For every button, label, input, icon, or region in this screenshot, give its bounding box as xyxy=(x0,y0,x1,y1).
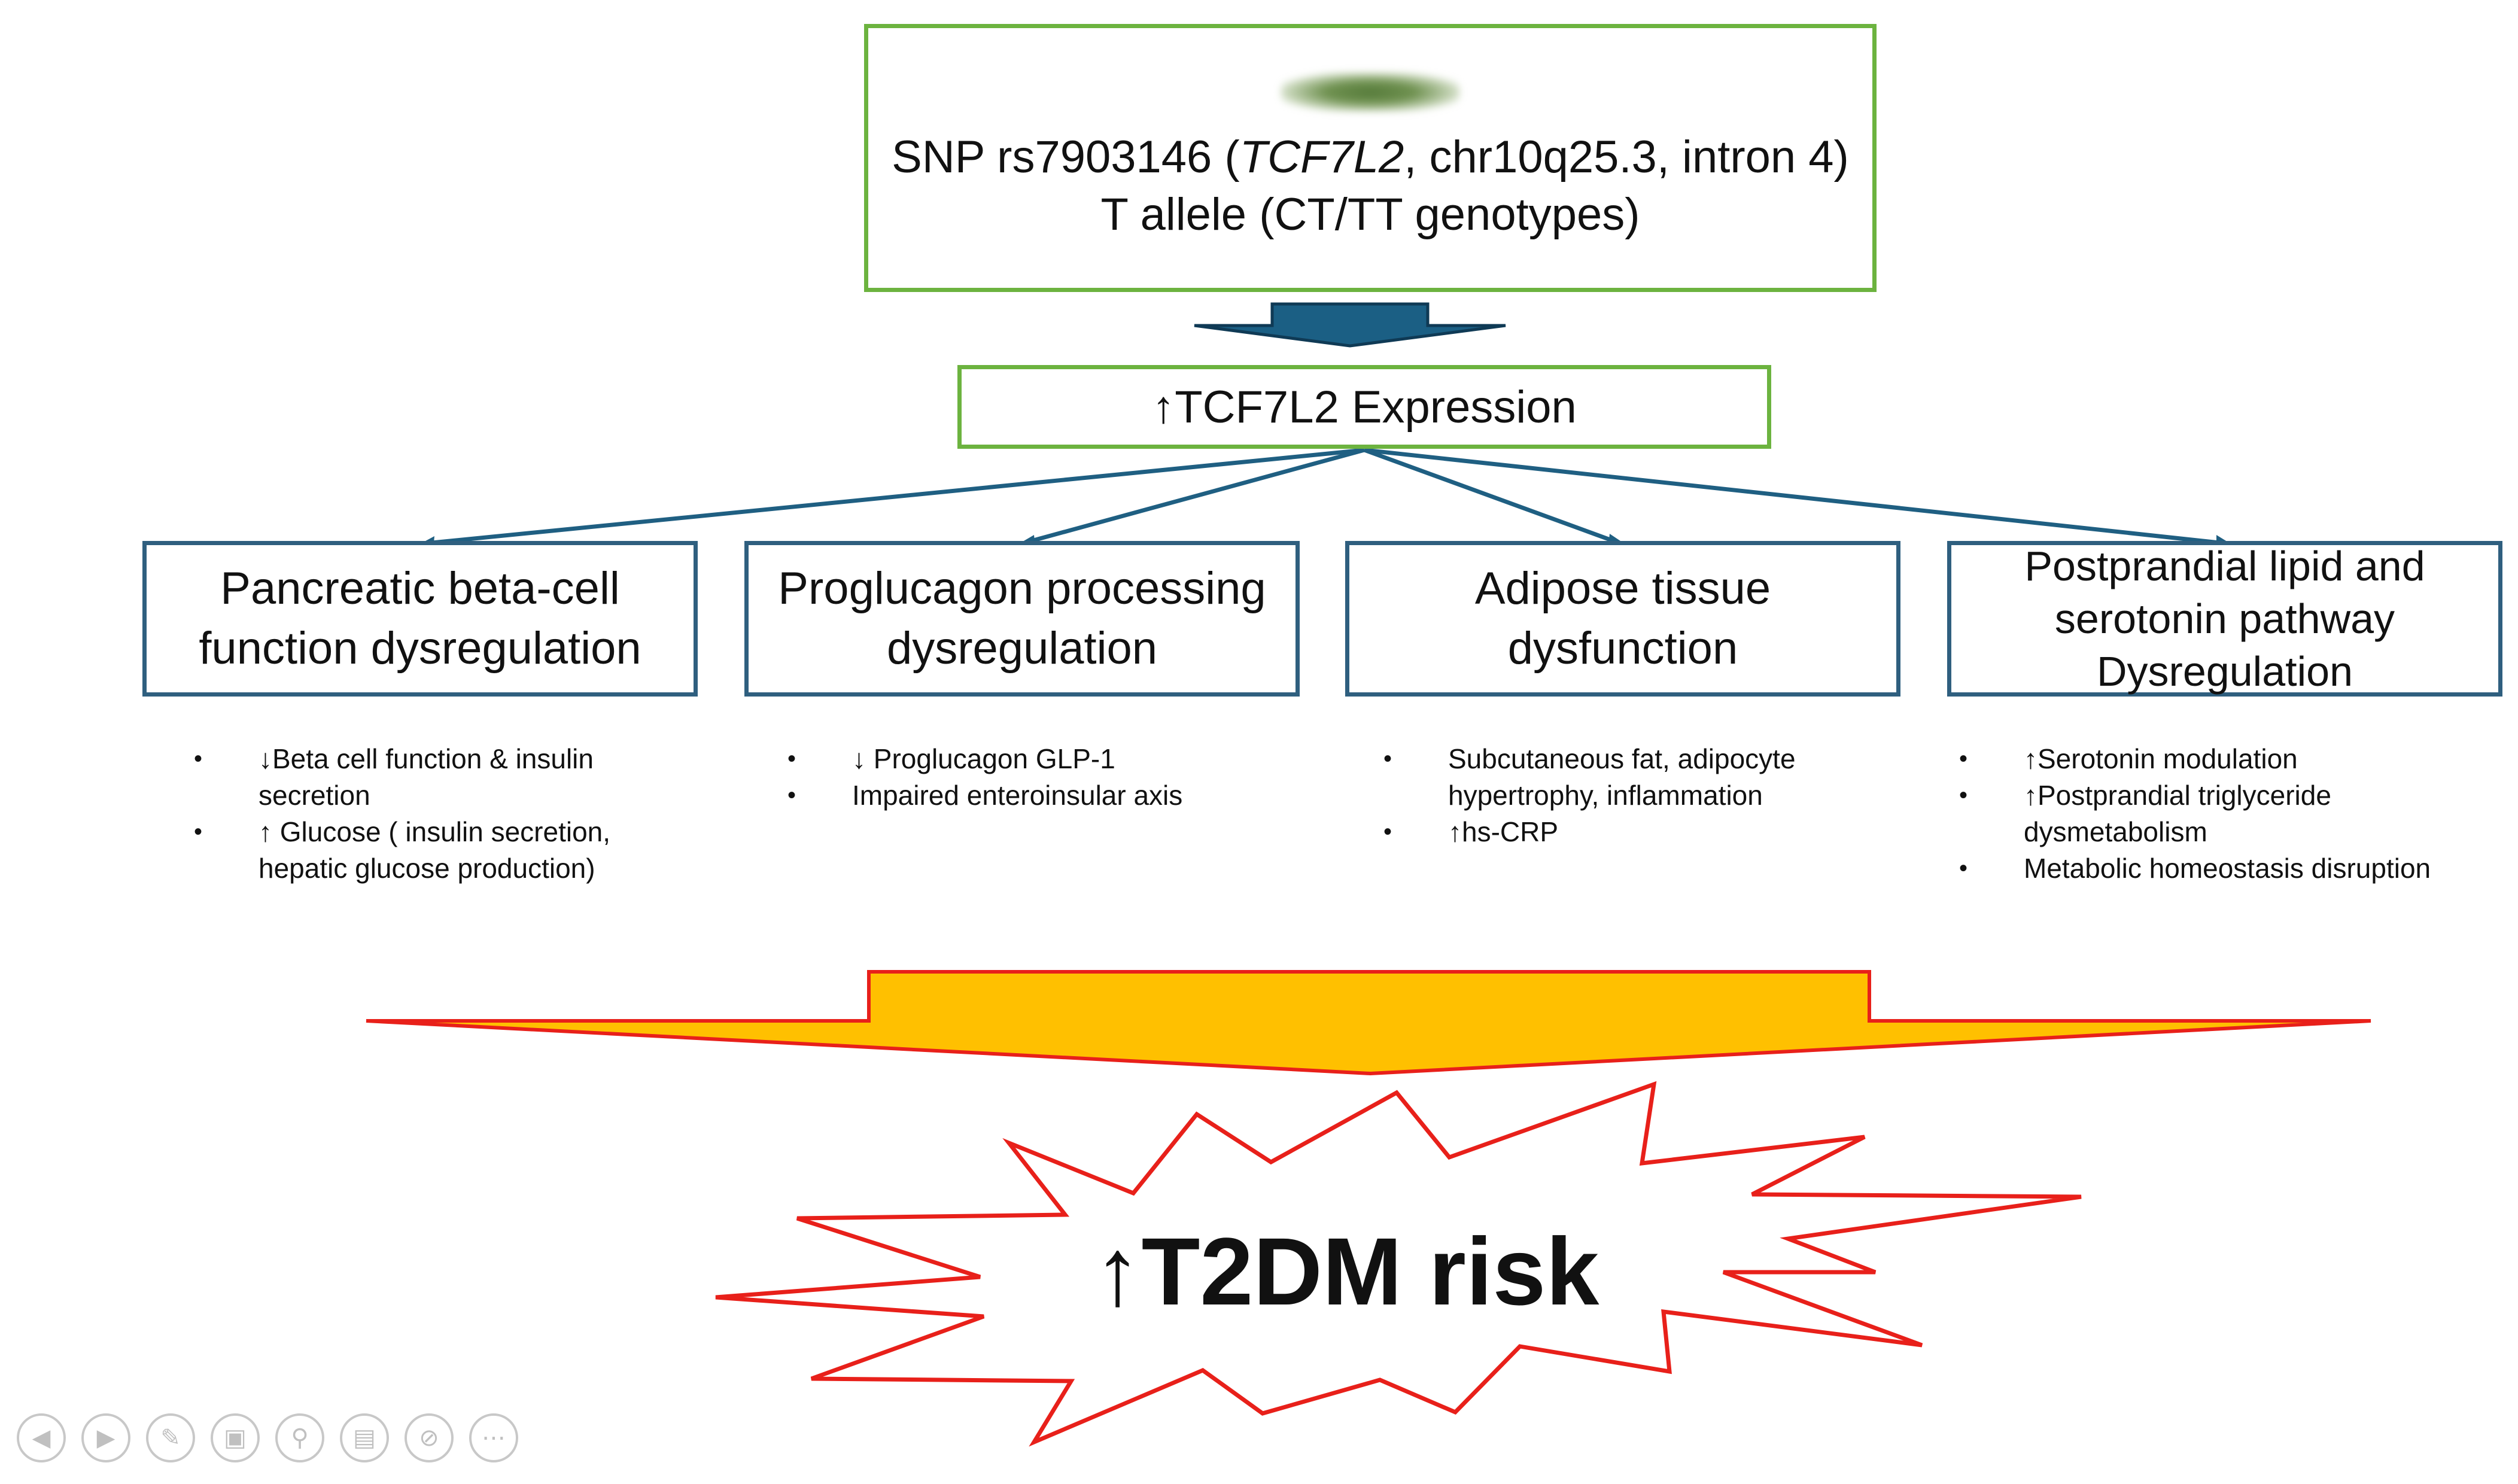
pen-icon[interactable]: ✎ xyxy=(146,1413,195,1462)
down-arrow-shape xyxy=(1194,302,1506,348)
bullet-text: ↑hs-CRP xyxy=(1448,816,1559,847)
bullet-list-beta-cell: •↓Beta cell function & insulin secretion… xyxy=(194,741,701,887)
big-down-arrow-shape xyxy=(366,970,2371,1076)
mechanism-title-line: Pancreatic beta-cell xyxy=(220,563,620,614)
bullet-text: ↑ Glucose ( insulin secretion, hepatic g… xyxy=(259,816,611,884)
bullet-item: •Subcutaneous fat, adipocyte hypertrophy… xyxy=(1383,743,1796,811)
connector-line xyxy=(1364,448,2225,546)
bullet-text: Subcutaneous fat, adipocyte hypertrophy,… xyxy=(1448,743,1796,811)
mechanism-title-line: Dysregulation xyxy=(2097,648,2353,695)
bullet-text: ↓Beta cell function & insulin secretion xyxy=(259,743,594,811)
bullet-item: •Impaired enteroinsular axis xyxy=(787,780,1183,811)
bullet-list-lipid-serotonin: •↑Serotonin modulation •↑Postprandial tr… xyxy=(1959,741,2490,887)
snp-box: SNP rs7903146 (TCF7L2, chr10q25.3, intro… xyxy=(864,24,1877,292)
slideshow-toolbar: ◀ ▶ ✎ ▣ ⚲ ▤ ⊘ ⋯ xyxy=(17,1413,518,1462)
bullet-text: ↑Serotonin modulation xyxy=(2024,743,2298,774)
mechanism-box-proglucagon: Proglucagon processing dysregulation xyxy=(744,541,1300,697)
bullet-list-proglucagon: •↓ Proglucagon GLP-1 •Impaired enteroins… xyxy=(787,741,1295,814)
snp-title-suffix: , chr10q25.3, intron 4) xyxy=(1404,132,1849,183)
mechanism-title-line: Proglucagon processing xyxy=(778,563,1266,614)
blurred-label-image xyxy=(1281,72,1460,112)
slides-icon[interactable]: ▣ xyxy=(211,1413,260,1462)
snp-title-prefix: SNP rs7903146 ( xyxy=(892,132,1240,183)
connector-line xyxy=(1363,448,1618,545)
bullet-item: •Metabolic homeostasis disruption xyxy=(1959,853,2431,884)
bullet-text: ↓ Proglucagon GLP-1 xyxy=(852,743,1115,774)
next-icon[interactable]: ▶ xyxy=(81,1413,130,1462)
allele-label: T allele (CT/TT genotypes) xyxy=(1100,189,1640,240)
bullet-text: ↑Postprandial triglyceride dysmetabolism xyxy=(2024,780,2331,847)
mechanism-title-line: dysfunction xyxy=(1507,623,1738,674)
subtitles-icon[interactable]: ▤ xyxy=(340,1413,389,1462)
bullet-list-adipose: •Subcutaneous fat, adipocyte hypertrophy… xyxy=(1383,741,1891,850)
zoom-icon[interactable]: ⚲ xyxy=(275,1413,324,1462)
mechanism-box-adipose: Adipose tissue dysfunction xyxy=(1345,541,1900,697)
bullet-text: Metabolic homeostasis disruption xyxy=(2024,853,2431,884)
gene-name: TCF7L2 xyxy=(1239,132,1404,183)
mechanism-title-line: Postprandial lipid and xyxy=(2024,543,2425,589)
more-icon[interactable]: ⋯ xyxy=(469,1413,518,1462)
explosion-burst-shape xyxy=(715,1081,2082,1447)
connector-line xyxy=(1026,448,1365,545)
snp-title: SNP rs7903146 (TCF7L2, chr10q25.3, intro… xyxy=(892,129,1849,186)
bullet-text: Impaired enteroinsular axis xyxy=(852,780,1183,811)
bullet-item: •↑Postprandial triglyceride dysmetabolis… xyxy=(1959,780,2331,847)
expression-label: ↑TCF7L2 Expression xyxy=(1152,381,1577,433)
bullet-item: •↑ Glucose ( insulin secretion, hepatic … xyxy=(194,816,611,884)
mechanism-box-lipid-serotonin: Postprandial lipid and serotonin pathway… xyxy=(1947,541,2502,697)
bullet-item: •↑Serotonin modulation xyxy=(1959,743,2298,774)
mechanism-title-line: dysregulation xyxy=(886,623,1158,674)
bullet-item: •↓Beta cell function & insulin secretion xyxy=(194,743,594,811)
camera-off-icon[interactable]: ⊘ xyxy=(405,1413,454,1462)
mechanism-title-line: Adipose tissue xyxy=(1474,563,1771,614)
connector-lines xyxy=(425,448,2225,546)
expression-box: ↑TCF7L2 Expression xyxy=(957,365,1771,449)
connector-line xyxy=(425,448,1365,546)
bullet-item: •↓ Proglucagon GLP-1 xyxy=(787,743,1115,774)
mechanism-box-beta-cell: Pancreatic beta-cell function dysregulat… xyxy=(142,541,698,697)
t2dm-risk-label: ↑T2DM risk xyxy=(1093,1218,1599,1325)
bullet-item: •↑hs-CRP xyxy=(1383,816,1559,847)
previous-icon[interactable]: ◀ xyxy=(17,1413,66,1462)
mechanism-title-line: function dysregulation xyxy=(199,623,641,674)
mechanism-title-line: serotonin pathway xyxy=(2054,595,2395,642)
